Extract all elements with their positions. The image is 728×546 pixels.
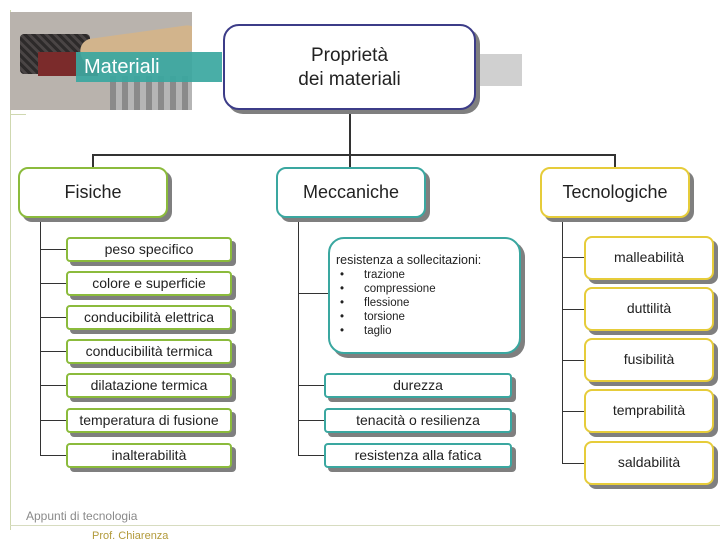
- connector-tecnologiche-tick: [562, 411, 584, 412]
- connector-tecnologiche-tick: [562, 360, 584, 361]
- connector-fisiche-vertical: [40, 218, 41, 456]
- connector-meccaniche-tick: [298, 385, 324, 386]
- resistenza-item: torsione: [336, 310, 519, 324]
- connector-to-fisiche: [92, 154, 94, 168]
- fisiche-item: peso specifico: [66, 237, 232, 262]
- decorative-left-rule: [10, 10, 11, 530]
- connector-fisiche-tick: [40, 249, 66, 250]
- section-label-bar: [76, 52, 222, 82]
- title-line-2: dei materiali: [298, 69, 401, 90]
- category-meccaniche: Meccaniche: [276, 167, 426, 218]
- connector-fisiche-tick: [40, 455, 66, 456]
- connector-horizontal-main: [92, 154, 616, 156]
- category-fisiche: Fisiche: [18, 167, 168, 218]
- tecnologiche-item: temprabilità: [584, 389, 714, 433]
- meccaniche-item: durezza: [324, 373, 512, 398]
- decorative-top-tick: [10, 114, 26, 115]
- connector-tecnologiche-tick: [562, 309, 584, 310]
- category-tecnologiche: Tecnologiche: [540, 167, 690, 218]
- connector-fisiche-tick: [40, 351, 66, 352]
- fisiche-item: colore e superficie: [66, 271, 232, 296]
- resistenza-item: flessione: [336, 296, 519, 310]
- connector-meccaniche-tick: [298, 420, 324, 421]
- connector-to-meccaniche: [349, 154, 351, 168]
- connector-title-trunk: [349, 110, 351, 155]
- connector-fisiche-tick: [40, 385, 66, 386]
- decorative-gray-block: [478, 54, 522, 86]
- fisiche-item: dilatazione termica: [66, 373, 232, 398]
- fisiche-item: conducibilità termica: [66, 339, 232, 364]
- connector-tecnologiche-vertical: [562, 218, 563, 464]
- footer-author: Prof. Chiarenza: [92, 530, 169, 542]
- meccaniche-item: resistenza alla fatica: [324, 443, 512, 468]
- fisiche-item: conducibilità elettrica: [66, 305, 232, 330]
- resistenza-item: trazione: [336, 268, 519, 282]
- title-line-1: Proprietà: [310, 45, 389, 66]
- resistenza-title: resistenza a sollecitazioni:: [336, 253, 482, 267]
- connector-to-tecnologiche: [614, 154, 616, 168]
- resistenza-item: compressione: [336, 282, 519, 296]
- connector-tecnologiche-tick: [562, 257, 584, 258]
- fisiche-item: temperatura di fusione: [66, 408, 232, 433]
- tecnologiche-item: fusibilità: [584, 338, 714, 382]
- connector-fisiche-tick: [40, 420, 66, 421]
- fisiche-item: inalterabilità: [66, 443, 232, 468]
- connector-meccaniche-tick: [298, 455, 324, 456]
- resistenza-item: taglio: [336, 324, 519, 338]
- connector-fisiche-tick: [40, 317, 66, 318]
- connector-fisiche-tick: [40, 283, 66, 284]
- section-label: Materiali: [84, 56, 160, 78]
- meccaniche-resistenza-box: resistenza a sollecitazioni: trazione co…: [328, 237, 521, 354]
- tecnologiche-item: malleabilità: [584, 236, 714, 280]
- connector-meccaniche-vertical: [298, 218, 299, 456]
- diagram-title-box: Proprietà dei materiali: [223, 24, 476, 110]
- tecnologiche-item: saldabilità: [584, 441, 714, 485]
- decorative-bottom-rule: [10, 525, 720, 526]
- tecnologiche-item: duttilità: [584, 287, 714, 331]
- footer-course: Appunti di tecnologia: [26, 509, 138, 523]
- connector-meccaniche-tick: [298, 293, 328, 294]
- meccaniche-item: tenacità o resilienza: [324, 408, 512, 433]
- connector-tecnologiche-tick: [562, 463, 584, 464]
- resistenza-list: trazione compressione flessione torsione…: [336, 268, 519, 338]
